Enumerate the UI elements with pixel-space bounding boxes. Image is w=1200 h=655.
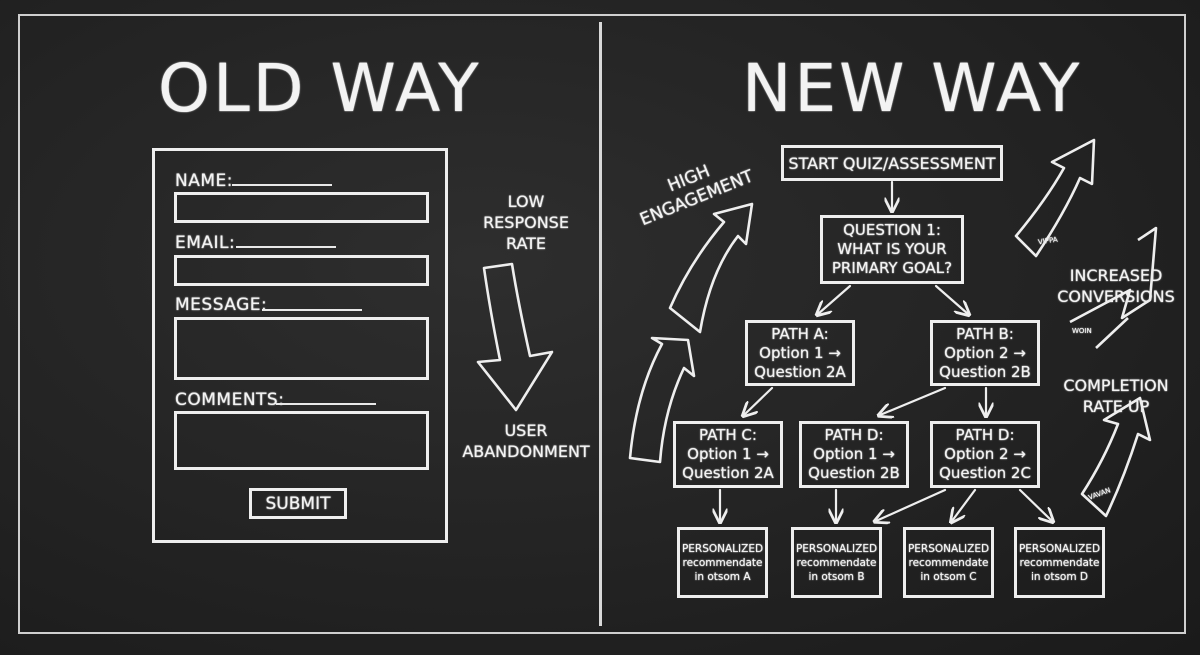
- result-a-box: PERSONALIZED recommendate in otsom A: [677, 527, 768, 598]
- path-line: Question 2B: [808, 464, 900, 482]
- contact-form: [152, 148, 448, 543]
- email-label: EMAIL:: [175, 233, 236, 253]
- outer-frame: [18, 14, 1186, 634]
- low-response-rate-note: LOW RESPONSE RATE: [456, 191, 596, 254]
- question-line: PRIMARY GOAL?: [831, 259, 953, 277]
- path-line: Question 2B: [939, 362, 1031, 381]
- up-arrow-icon-3: [1014, 138, 1096, 258]
- up-arrow-icon-4: [1080, 396, 1152, 518]
- result-line: in otsom C: [920, 570, 977, 583]
- message-underline: [262, 309, 362, 311]
- path-line: PATH B:: [956, 324, 1014, 343]
- message-label: MESSAGE:: [175, 295, 268, 315]
- down-arrow-icon: [476, 262, 554, 412]
- comments-underline: [276, 403, 376, 405]
- submit-button[interactable]: SUBMIT: [249, 488, 347, 519]
- label-line: INCREASED: [1069, 266, 1163, 285]
- note-line: ABANDONMENT: [462, 442, 590, 461]
- note-line: USER: [504, 421, 548, 440]
- result-line: PERSONALIZED: [795, 542, 878, 555]
- note-line: RESPONSE: [483, 213, 569, 232]
- result-line: recommendate: [908, 556, 989, 569]
- result-line: recommendate: [682, 556, 763, 569]
- connector-q1-path-b: [934, 284, 968, 314]
- email-underline: [236, 246, 336, 248]
- connector-d2-result-c: [952, 488, 977, 521]
- connector-q1-path-a: [818, 284, 852, 314]
- increased-conversions-label: INCREASED CONVERSIONS: [1052, 265, 1180, 307]
- path-line: Option 2 →: [944, 445, 1026, 463]
- connector-path-a-c: [744, 386, 774, 415]
- start-quiz-box: START QUIZ/ASSESSMENT: [781, 145, 1003, 181]
- path-line: Option 1 →: [813, 445, 895, 463]
- result-line: PERSONALIZED: [681, 542, 764, 555]
- result-b-box: PERSONALIZED recommendate in otsom B: [791, 527, 882, 598]
- result-line: in otsom D: [1031, 570, 1088, 583]
- path-line: Question 2C: [939, 464, 1031, 482]
- result-line: in otsom A: [694, 570, 751, 583]
- question-1-box: QUESTION 1: WHAT IS YOUR PRIMARY GOAL?: [820, 215, 964, 284]
- path-a-box: PATH A: Option 1 → Question 2A: [745, 320, 855, 386]
- email-field[interactable]: [174, 255, 429, 286]
- old-way-title: OLD WAY: [158, 50, 482, 127]
- question-line: WHAT IS YOUR: [837, 240, 947, 258]
- message-field[interactable]: [174, 317, 429, 380]
- path-line: PATH D:: [824, 426, 884, 444]
- result-line: PERSONALIZED: [1018, 542, 1101, 555]
- path-d-box-2: PATH D: Option 2 → Question 2C: [930, 421, 1040, 488]
- question-line: QUESTION 1:: [843, 221, 941, 239]
- path-line: Question 2A: [754, 362, 846, 381]
- arrow-scribble-2: WOIN: [1072, 327, 1092, 335]
- result-line: recommendate: [1019, 556, 1100, 569]
- comments-field[interactable]: [174, 411, 429, 470]
- up-arrow-icon-1: [628, 336, 696, 464]
- name-label: NAME:: [175, 171, 233, 191]
- name-underline: [232, 184, 332, 186]
- path-c-box: PATH C: Option 1 → Question 2A: [673, 421, 783, 488]
- submit-button-label: SUBMIT: [265, 493, 331, 514]
- connector-d2-result-b: [876, 488, 947, 521]
- label-line: COMPLETION: [1063, 376, 1169, 395]
- path-line: Option 2 →: [944, 343, 1026, 362]
- up-arrow-icon-2: [668, 202, 754, 334]
- path-line: Question 2A: [682, 464, 774, 482]
- zigzag-arrow-icon: [1069, 226, 1158, 349]
- path-line: Option 1 →: [759, 343, 841, 362]
- path-line: PATH D:: [955, 426, 1015, 444]
- path-d-box-1: PATH D: Option 1 → Question 2B: [799, 421, 909, 488]
- note-line: RATE: [505, 234, 547, 253]
- comments-label: COMMENTS:: [175, 390, 285, 410]
- connector-path-b-d1: [880, 386, 947, 415]
- connector-d2-result-d: [1018, 488, 1052, 521]
- result-line: recommendate: [796, 556, 877, 569]
- note-line: LOW: [507, 192, 545, 211]
- start-quiz-label: START QUIZ/ASSESSMENT: [788, 153, 996, 173]
- user-abandonment-note: USER ABANDONMENT: [446, 420, 606, 462]
- new-way-title: NEW WAY: [742, 50, 1083, 127]
- result-line: in otsom B: [808, 570, 865, 583]
- path-b-box: PATH B: Option 2 → Question 2B: [930, 320, 1040, 386]
- path-line: Option 1 →: [687, 445, 769, 463]
- center-divider: [599, 22, 602, 626]
- result-d-box: PERSONALIZED recommendate in otsom D: [1014, 527, 1105, 598]
- path-line: PATH C:: [699, 426, 757, 444]
- path-line: PATH A:: [771, 324, 829, 343]
- result-c-box: PERSONALIZED recommendate in otsom C: [903, 527, 994, 598]
- result-line: PERSONALIZED: [907, 542, 990, 555]
- name-field[interactable]: [174, 192, 429, 223]
